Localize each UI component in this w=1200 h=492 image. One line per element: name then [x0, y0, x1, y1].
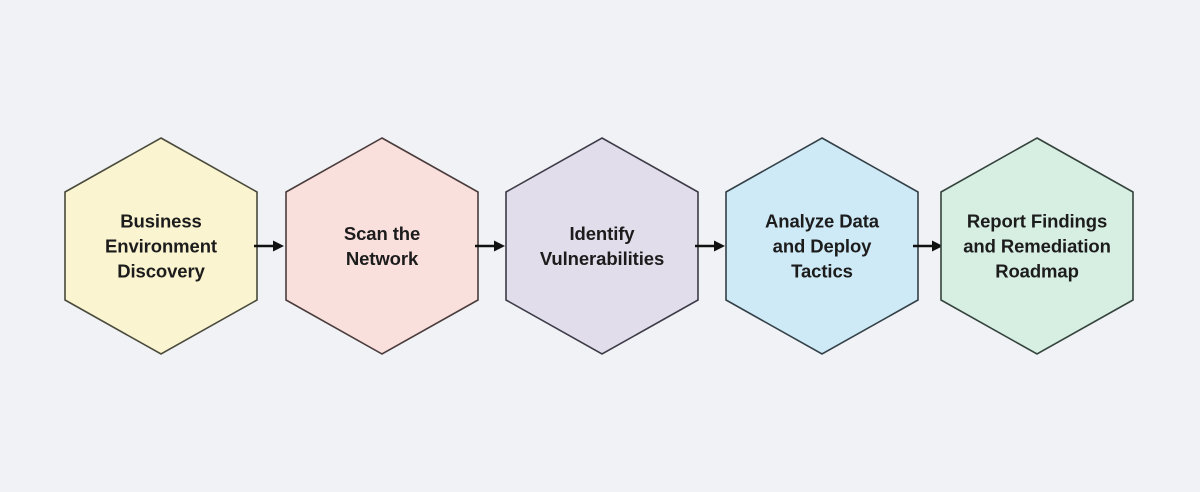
hexagon-polygon — [725, 137, 919, 355]
flow-node-business-environment-discovery[interactable]: Business Environment Discovery — [64, 137, 258, 355]
arrow-right-icon — [695, 240, 725, 252]
arrow-head — [494, 240, 505, 252]
arrow-right-icon — [475, 240, 505, 252]
arrow-head — [932, 240, 943, 252]
hexagon-polygon — [64, 137, 258, 355]
arrow-right-icon-4 — [913, 233, 945, 259]
flow-node-identify-vulnerabilities[interactable]: Identify Vulnerabilities — [505, 137, 699, 355]
arrow-right-icon-2 — [475, 233, 507, 259]
hexagon-shape-1 — [64, 137, 258, 355]
flow-node-scan-the-network[interactable]: Scan the Network — [285, 137, 479, 355]
arrow-right-icon — [254, 240, 284, 252]
hexagon-polygon — [285, 137, 479, 355]
flow-node-report-findings-and-remediation-roadmap[interactable]: Report Findings and Remediation Roadmap — [940, 137, 1134, 355]
hexagon-shape-4 — [725, 137, 919, 355]
arrow-right-icon-3 — [695, 233, 727, 259]
hexagon-shape-2 — [285, 137, 479, 355]
arrow-head — [273, 240, 284, 252]
arrow-right-icon — [913, 240, 943, 252]
hexagon-polygon — [940, 137, 1134, 355]
flow-node-analyze-data-and-deploy-tactics[interactable]: Analyze Data and Deploy Tactics — [725, 137, 919, 355]
arrow-right-icon-1 — [254, 233, 286, 259]
hexagon-shape-3 — [505, 137, 699, 355]
arrow-head — [714, 240, 725, 252]
hexagon-shape-5 — [940, 137, 1134, 355]
hexagon-polygon — [505, 137, 699, 355]
